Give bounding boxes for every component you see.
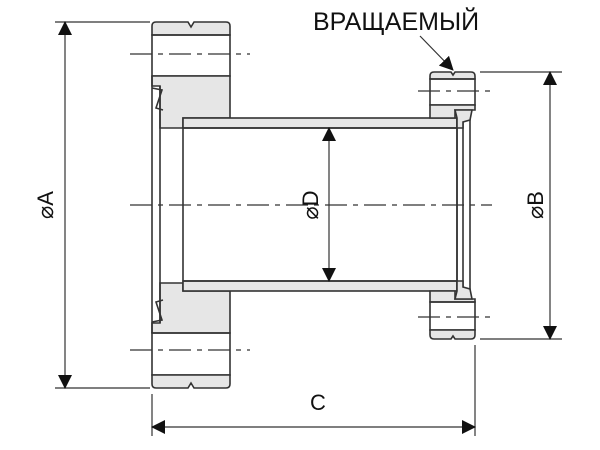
dimension-a: ⌀A xyxy=(33,21,150,389)
dimension-d: ⌀D xyxy=(298,127,336,282)
rotatable-label: ВРАЩАЕМЫЙ xyxy=(313,6,479,36)
dimension-b-label: ⌀B xyxy=(523,191,548,219)
rotatable-annotation: ВРАЩАЕМЫЙ xyxy=(313,6,479,71)
dimension-c-label: C xyxy=(310,390,326,415)
dimension-c: C xyxy=(151,345,476,436)
dimension-a-label: ⌀A xyxy=(33,191,58,219)
dimension-d-label: ⌀D xyxy=(298,190,323,219)
dimension-b: ⌀B xyxy=(480,71,562,340)
